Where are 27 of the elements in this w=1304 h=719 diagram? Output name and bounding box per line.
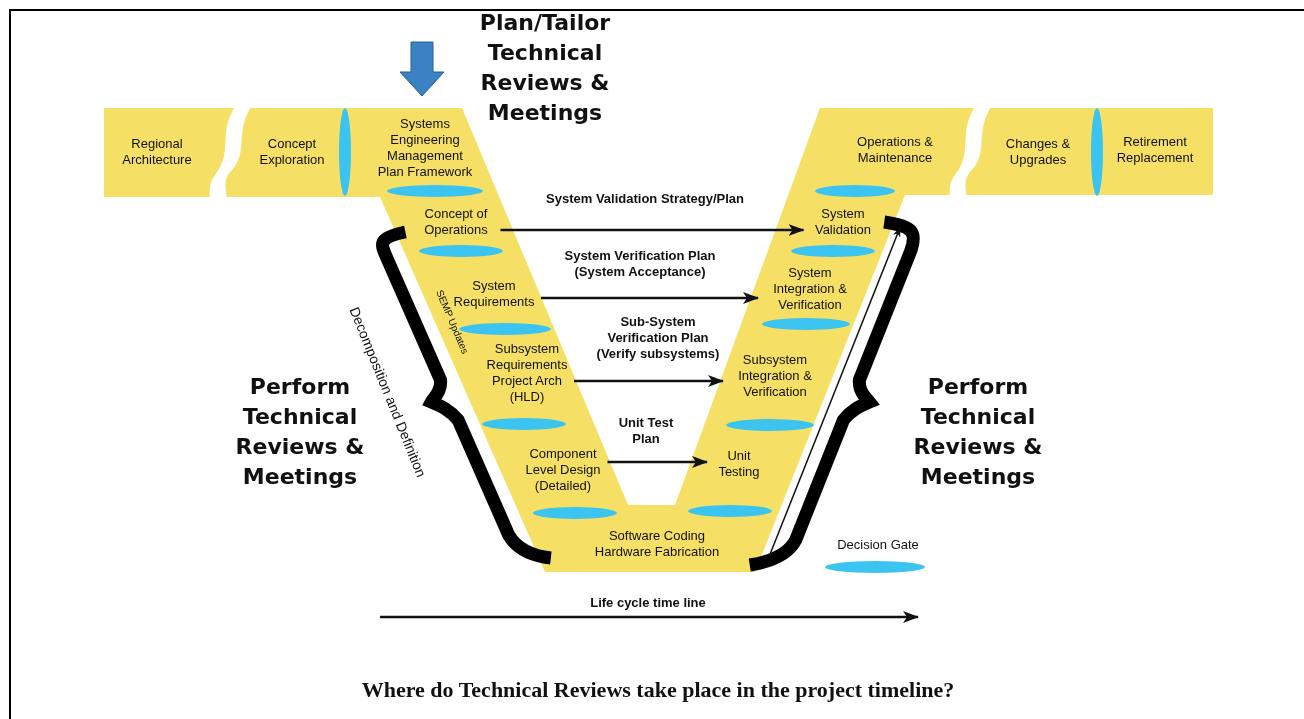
stage-label: Retirement Replacement — [1107, 134, 1203, 166]
stage-label: System Requirements — [449, 278, 539, 310]
timeline-label: Life cycle time line — [589, 595, 707, 611]
stage-label: Changes & Upgrades — [998, 136, 1078, 168]
edge-label: Sub-System Verification Plan (Verify subsystems) — [595, 314, 721, 362]
stage-label: Systems Engineering Management Plan Framework — [375, 116, 475, 180]
stage-label: Unit Testing — [709, 448, 769, 480]
stage-label: Regional Architecture — [112, 136, 202, 168]
heading-text: Perform Technical Reviews & Meetings — [235, 374, 365, 491]
stage-label: Concept of Operations — [413, 206, 499, 238]
heading-text: Perform Technical Reviews & Meetings — [913, 373, 1043, 491]
edge-label: Unit Test Plan — [617, 415, 675, 447]
legend-label: Decision Gate — [837, 537, 919, 553]
stage-label: Operations & Maintenance — [845, 134, 945, 166]
stage-label: Concept Exploration — [249, 136, 335, 168]
heading-text: Plan/Tailor Technical Reviews & Meetings — [478, 9, 612, 127]
arrow — [574, 375, 724, 387]
caption: Where do Technical Reviews take place in the project timeline? — [360, 677, 956, 703]
edge-label: System Verification Plan (System Acceptance) — [563, 248, 717, 280]
stage-label: Software Coding Hardware Fabrication — [587, 528, 727, 560]
stage-label: System Validation — [805, 206, 881, 238]
stage-label: Subsystem Requirements Project Arch (HLD) — [482, 341, 572, 405]
edge-label: System Validation Strategy/Plan — [545, 191, 745, 207]
arrow — [541, 292, 759, 304]
stage-label: System Integration & Verification — [760, 265, 860, 313]
stage-label: Component Level Design (Detailed) — [520, 446, 606, 494]
stage-label: Subsystem Integration & Verification — [725, 352, 825, 400]
